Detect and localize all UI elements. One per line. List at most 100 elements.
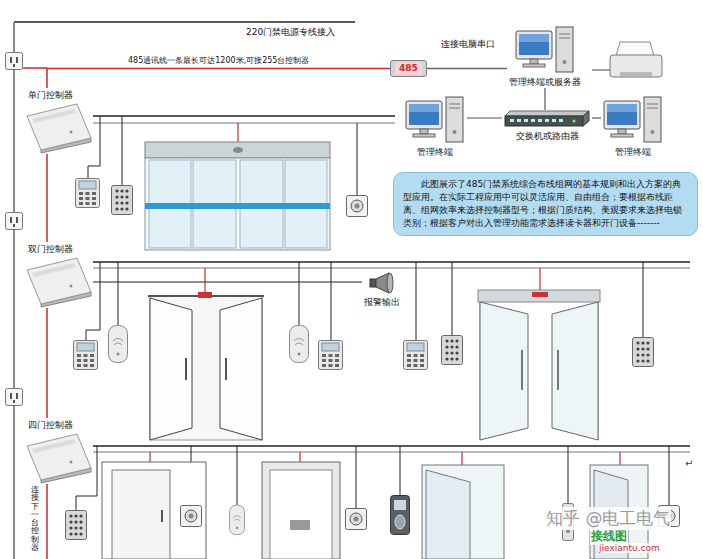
signal-bus: [93, 115, 395, 117]
door-controller-icon: [25, 432, 93, 484]
power-socket: [6, 213, 23, 230]
network-switch: 交换机或路由器: [502, 110, 592, 142]
watermark: 知乎 @电工电气: [545, 507, 671, 530]
power-socket: [6, 389, 23, 406]
signal-bus: [93, 116, 690, 452]
access-device: [76, 179, 100, 208]
device-wire: [118, 262, 119, 325]
device-wire: [88, 116, 100, 178]
access-device: [319, 341, 343, 370]
glass-double-door: [532, 292, 548, 297]
access-device: [442, 336, 463, 365]
single-door: [422, 465, 504, 559]
computer-terminal-icon: [604, 97, 661, 142]
single-door: [102, 462, 206, 559]
watermark: jiexiantu.com: [598, 543, 661, 553]
glass-double-door: [478, 290, 600, 302]
glass-double-door: [478, 290, 600, 440]
access-device: [230, 505, 245, 534]
port-label: 485: [395, 62, 422, 75]
connector: [93, 281, 362, 282]
access-device: [109, 326, 128, 363]
connector: [544, 88, 545, 110]
lock-wire: [237, 123, 238, 142]
terminal-name: 管理终端: [603, 146, 663, 158]
glass-double-door: [557, 350, 559, 390]
device-wire: [86, 262, 100, 340]
network-switch-icon: [505, 111, 589, 126]
connector: [46, 154, 48, 242]
single-door: [262, 462, 340, 559]
sliding-door: [145, 203, 330, 209]
device-wire: [122, 116, 123, 185]
alarm-horn-icon: [370, 273, 393, 293]
door-controller-icon: [25, 102, 93, 154]
signal-bus: [93, 122, 395, 123]
lock-wire: [204, 268, 205, 293]
glass-double-door: [480, 302, 528, 440]
network-switch-icon: [504, 110, 590, 128]
glass-double-door: [521, 350, 523, 390]
connector-label: 485通讯线一条最长可达1200米,可接255台控制器: [126, 55, 311, 66]
sliding-door: [145, 142, 330, 250]
wooden-double-door: [150, 298, 192, 440]
switch-name: 交换机或路由器: [504, 130, 590, 142]
power-note: 220门禁电源专线接入: [245, 26, 336, 39]
power-socket: [6, 53, 23, 406]
access-device: [346, 509, 367, 530]
signal-bus: [93, 267, 690, 268]
signal-bus: [93, 451, 690, 452]
access-device: [74, 341, 98, 370]
door-controller-icon: [25, 256, 93, 308]
access-device: [347, 196, 368, 217]
printer: [620, 72, 652, 76]
wooden-double-door: [148, 292, 264, 440]
wooden-double-door: [150, 296, 262, 440]
device-wire: [452, 262, 453, 335]
power-wire: [14, 22, 355, 559]
power-wire: [13, 22, 15, 559]
wooden-double-door: [185, 358, 187, 380]
printer: [592, 42, 662, 77]
wooden-double-door: [225, 358, 227, 380]
door-controller: 四门控制器: [25, 418, 93, 484]
lock-wire: [461, 452, 462, 465]
sliding-door: [145, 158, 330, 250]
return-mark: ↵: [684, 458, 694, 469]
device-wire: [669, 446, 670, 505]
device-wire: [400, 446, 401, 495]
glass-double-door: [552, 302, 598, 440]
controller-name: 四门控制器: [25, 418, 93, 432]
lock-wire: [539, 268, 540, 292]
single-door: [290, 520, 310, 530]
computer-terminal-icon: [405, 96, 465, 144]
lock-wire: [299, 452, 300, 462]
door-controller-icon: [27, 104, 91, 153]
printer: [616, 42, 654, 56]
access-device: [404, 341, 428, 370]
door-controller-icon: [27, 434, 91, 483]
port-note: 连接电脑串口: [440, 38, 496, 51]
serial-converter: 485: [390, 60, 427, 77]
controller-name: 双门控制器: [25, 242, 93, 256]
device-wire: [568, 446, 569, 503]
lock-wire: [619, 452, 620, 465]
terminal-name: 管理终端: [405, 146, 465, 158]
computer-terminal-icon: [603, 96, 663, 144]
device-wire: [237, 446, 238, 505]
access-device: [112, 186, 133, 215]
sliding-door: [233, 147, 243, 153]
door-controller: 单门控制器: [25, 88, 93, 154]
chain-note: 连接下一台控制器: [31, 486, 39, 552]
access-device: [290, 326, 309, 363]
sliding-door: [145, 142, 330, 158]
single-door: [270, 470, 332, 559]
connector: [427, 68, 507, 70]
power-wire: [23, 67, 47, 69]
alarm-name: 报警输出: [364, 296, 400, 308]
computer-terminal: 管理终端: [403, 96, 467, 158]
device-wire: [643, 262, 644, 337]
